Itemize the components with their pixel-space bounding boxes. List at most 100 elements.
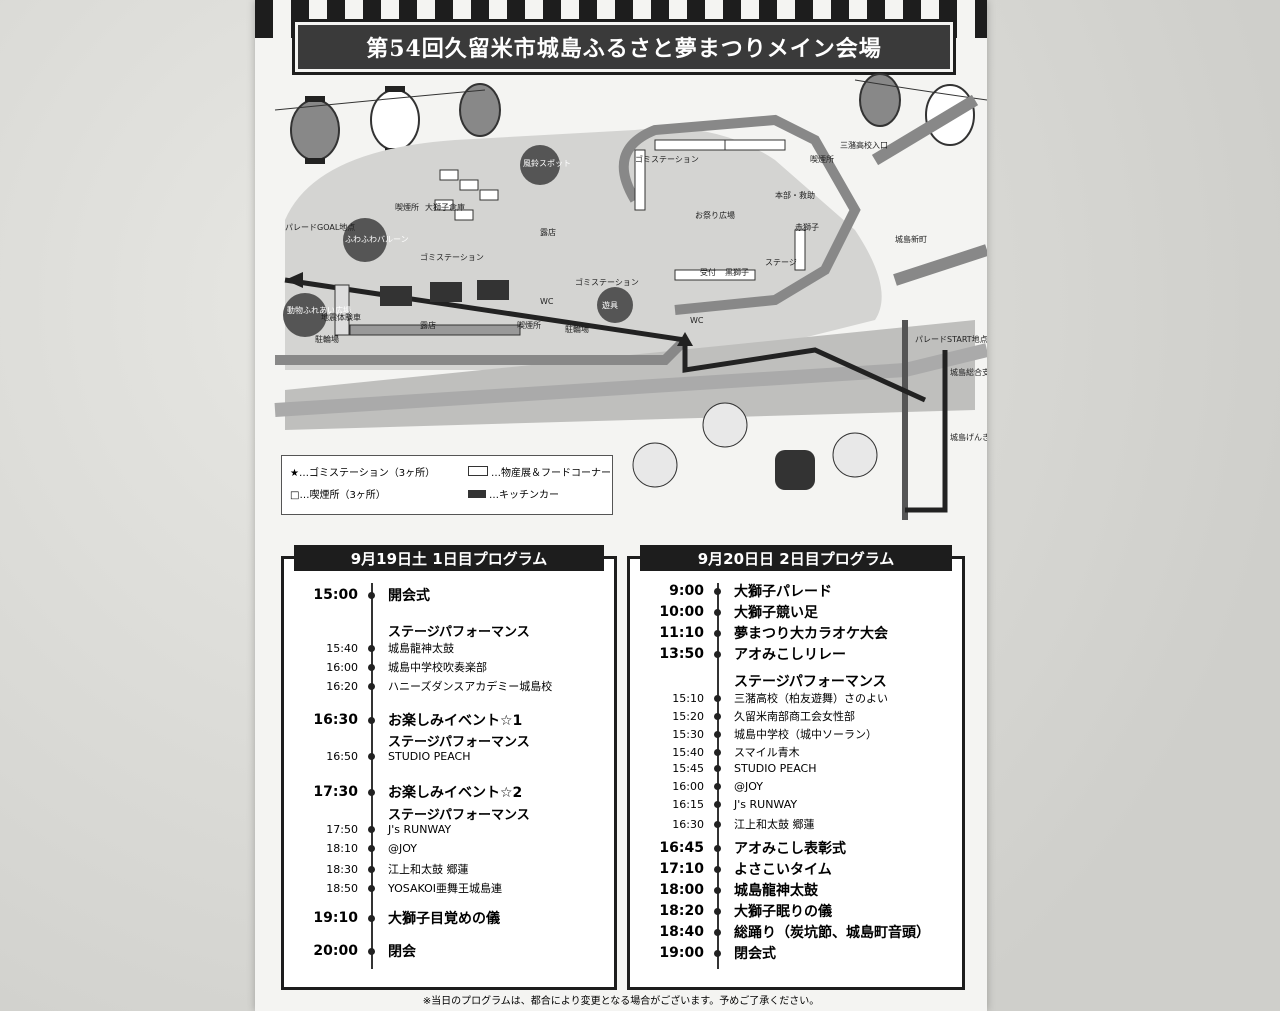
program-row: 16:00 @JOY	[642, 780, 763, 793]
wc-label-2: WC	[690, 316, 704, 325]
program-event: @JOY	[734, 780, 764, 793]
timeline-dot	[714, 949, 721, 957]
parade-route	[284, 277, 927, 403]
program-event: アオみこし表彰式	[734, 841, 846, 857]
program-time: 16:30	[313, 712, 358, 728]
day2-header: 9月20日日 2日目プログラム	[640, 545, 952, 571]
program-row: 17:10 よさこいタイム	[642, 859, 832, 879]
program-event: 久留米南部商工会女性部	[734, 710, 855, 723]
program-time: 20:00	[313, 943, 358, 959]
program-event: STUDIO PEACH	[388, 750, 471, 763]
fuwafuwa-label: ふわふわバルーン	[345, 235, 409, 244]
gomi-label-3: ゴミステーション	[635, 154, 699, 164]
program-row: ステージパフォーマンス	[296, 804, 530, 823]
flyer-title: 第54回久留米市城島ふるさと夢まつりメイン会場	[366, 36, 882, 62]
stage-label: ステージ	[765, 258, 797, 267]
timeline-dot	[714, 844, 721, 852]
timeline-dot	[368, 865, 375, 873]
program-time: 19:10	[313, 910, 358, 926]
timeline-dot	[714, 730, 721, 738]
timeline-dot	[714, 928, 721, 936]
honbu-label: 本部・救助	[775, 190, 815, 200]
yugu-label: 遊具	[602, 300, 618, 310]
program-event: ステージパフォーマンス	[734, 674, 887, 690]
timeline-dot	[368, 914, 375, 922]
legend-bussan: …物産展＆フードコーナー	[468, 464, 611, 479]
bicycle-label-1: 駐輪場	[315, 334, 339, 344]
omatsuri-hiroba-label: お祭り広場	[695, 210, 735, 220]
day1-header: 9月19日土 1日目プログラム	[294, 545, 604, 571]
timeline-dot	[714, 865, 721, 873]
timeline-dot	[714, 748, 721, 756]
program-row: 16:30 お楽しみイベント☆1	[296, 710, 522, 730]
program-event: STUDIO PEACH	[734, 762, 817, 775]
program-event: 三潴高校（柏友遊舞）さのよい	[734, 692, 888, 705]
program-time: 15:45	[672, 762, 704, 775]
timeline-dot	[368, 591, 375, 599]
program-event: ステージパフォーマンス	[388, 808, 530, 823]
parade-start-label: パレードSTART地点	[915, 334, 987, 344]
mizuma-entrance-label: 三潴高校入口	[840, 140, 888, 150]
kitsuen-label-2: 喫煙所	[517, 320, 541, 330]
timeline-dot	[368, 753, 375, 760]
program-event: YOSAKOI亜舞王城島連	[388, 882, 503, 895]
timeline-dot	[368, 845, 375, 852]
program-row: 18:20 大獅子眠りの儀	[642, 901, 832, 921]
timeline-dot	[368, 663, 375, 671]
route-arrow-icon	[285, 272, 303, 288]
kitsuen-label-1: 喫煙所	[395, 202, 419, 212]
program-time: 19:00	[659, 945, 704, 961]
aka-shishi-label: 赤獅子	[795, 222, 819, 232]
timeline-dot	[714, 820, 721, 828]
program-event: 大獅子眠りの儀	[734, 904, 832, 920]
map-legend: ★…ゴミステーション（3ヶ所） □…喫煙所（3ヶ所） …物産展＆フードコーナー …	[281, 455, 613, 515]
program-event: @JOY	[388, 842, 418, 855]
program-time: 9:00	[669, 583, 704, 599]
program-time: 16:20	[326, 679, 358, 693]
program-time: 15:30	[672, 727, 704, 741]
program-time: 13:50	[659, 646, 704, 662]
timeline-dot	[368, 716, 375, 724]
program-time: 18:20	[659, 903, 704, 919]
timeline-dot	[714, 801, 721, 808]
roten-label-1: 露店	[420, 320, 436, 330]
joshima-shinmachi-label: 城島新町	[895, 234, 927, 244]
program-time: 17:10	[659, 861, 704, 877]
festival-characters-illustration	[632, 402, 878, 490]
program-time: 18:00	[659, 882, 704, 898]
program-event: よさこいタイム	[734, 862, 832, 878]
program-time: 16:00	[326, 660, 358, 674]
animals-label: 動物ふれあい広場	[287, 305, 351, 315]
program-event: お楽しみイベント☆1	[388, 713, 523, 729]
oshishi-storage-label: 大獅子倉庫	[425, 202, 465, 212]
wc-label-1: WC	[540, 297, 554, 306]
program-event: 開会式	[388, 588, 430, 604]
program-time: 16:00	[672, 780, 704, 793]
gomi-label-1: ゴミステーション	[420, 252, 484, 262]
timeline-dot	[714, 886, 721, 894]
program-event: アオみこしリレー	[734, 647, 846, 663]
program-time: 17:50	[326, 823, 358, 836]
program-event: 大獅子パレード	[734, 584, 832, 600]
program-row: 13:50 アオみこしリレー	[642, 644, 846, 664]
legend-kitsuen: □…喫煙所（3ヶ所）	[290, 490, 386, 501]
program-event: 江上和太鼓 郷蓮	[388, 863, 469, 876]
timeline-dot	[714, 587, 721, 595]
program-time: 16:15	[672, 798, 704, 811]
program-event: 城島中学校吹奏楽部	[388, 661, 487, 674]
program-time: 15:40	[672, 745, 704, 759]
